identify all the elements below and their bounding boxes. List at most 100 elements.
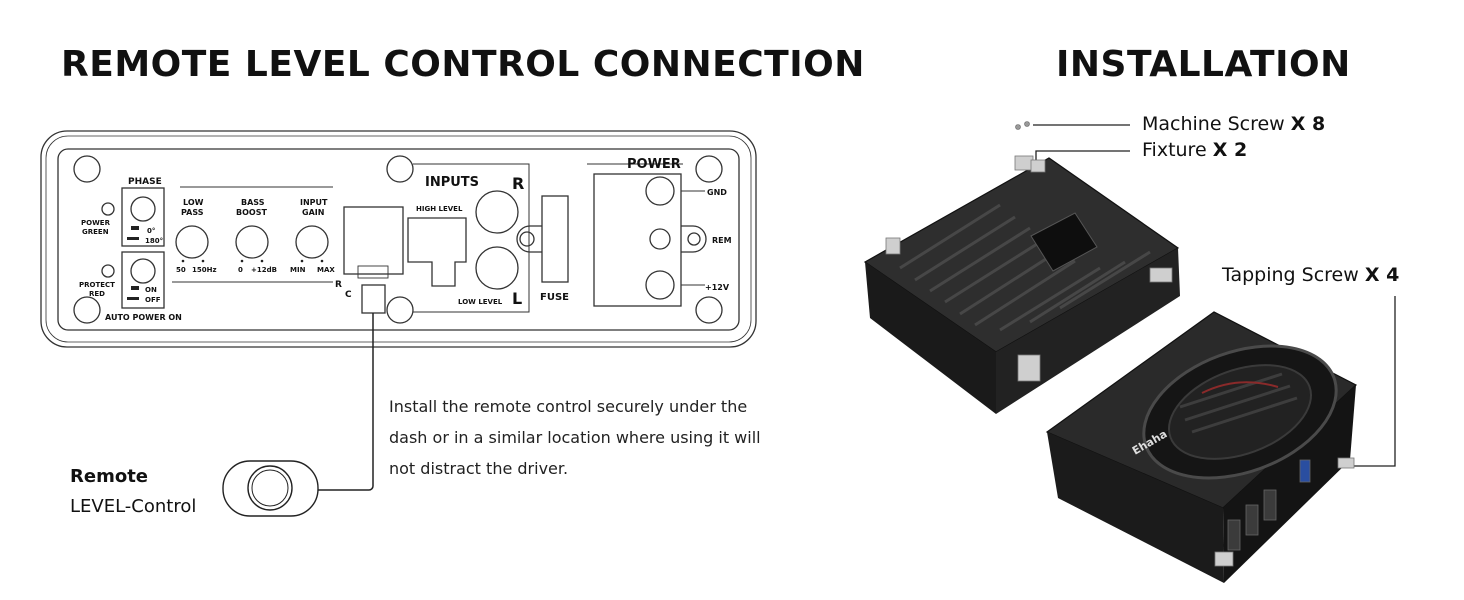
bass-boost-min: 0 [238, 266, 243, 274]
rc-label: C [345, 290, 352, 300]
connector-port [1263, 489, 1277, 521]
rca-right[interactable] [475, 190, 519, 234]
high-level-connector[interactable] [407, 217, 467, 287]
device-front-side [1047, 432, 1224, 583]
machine-screws [1015, 121, 1030, 130]
power-led [101, 202, 115, 216]
speaker-grille [1167, 364, 1313, 460]
rem-terminal[interactable] [649, 228, 671, 250]
fuse-body [541, 195, 569, 283]
device-top-view: Ehaha [1045, 311, 1358, 583]
low-pass-knob[interactable] [175, 225, 209, 259]
rc-label: R [335, 280, 342, 290]
panel-inner-frame [45, 135, 752, 343]
bottom-ribs [899, 203, 1151, 332]
accent-red-stripe [1201, 381, 1279, 394]
auto-power-switch[interactable] [130, 258, 156, 284]
device-label-sticker [1030, 212, 1098, 272]
tapping-bracket [1337, 457, 1355, 469]
mount-hole [73, 155, 101, 183]
inputs-bracket [413, 163, 530, 313]
fixture-bracket [885, 237, 901, 255]
bass-boost-label: BOOST [236, 208, 267, 217]
tapping-screw-label: Tapping Screw [1222, 264, 1365, 286]
switch-glyphs [127, 226, 324, 300]
fuse-clip [516, 225, 542, 253]
rc-port-connector[interactable] [357, 265, 389, 279]
fixture-brackets [885, 155, 1173, 382]
rc-plug[interactable] [361, 284, 386, 314]
remote-knob-outer[interactable] [247, 465, 293, 511]
low-pass-max: 150Hz [192, 266, 217, 274]
installation-heading: INSTALLATION [1056, 44, 1351, 85]
on-label: ON [145, 286, 157, 294]
tick-dot [181, 259, 185, 263]
screw-icon [1015, 124, 1021, 130]
bass-boost-max: +12dB [251, 266, 277, 274]
protect-red-label: PROTECT [79, 281, 115, 289]
screw-icon [1024, 121, 1030, 127]
side-connectors [1227, 459, 1311, 551]
inputs-label: INPUTS [425, 175, 479, 190]
mount-hole [695, 296, 723, 324]
remote-connection-heading: REMOTE LEVEL CONTROL CONNECTION [61, 44, 865, 85]
tick-dot [300, 259, 304, 263]
remote-body [222, 460, 319, 517]
tapping-screw-leader [1352, 296, 1396, 467]
protect-led [101, 264, 115, 278]
tapping-bracket [1214, 551, 1234, 567]
off-label: OFF [145, 296, 161, 304]
remote-knob-inner [251, 469, 289, 507]
fuse-label: FUSE [540, 292, 569, 303]
rca-r-label: R [512, 174, 524, 193]
phase-0-glyph [131, 226, 139, 230]
fixture-bracket [1014, 155, 1034, 171]
tapping-screw-qty: X 4 [1364, 264, 1400, 286]
bass-boost-knob[interactable] [235, 225, 269, 259]
rem-label: REM [712, 236, 732, 245]
auto-power-on-label: AUTO POWER ON [105, 313, 182, 322]
plus12v-terminal[interactable] [645, 270, 675, 300]
input-gain-label: GAIN [302, 208, 324, 217]
remote-level-control[interactable] [222, 460, 319, 517]
bass-boost-label: BASS [241, 198, 265, 207]
connector-port [1227, 519, 1241, 551]
phase-switch-box [121, 187, 165, 247]
tick-dot [320, 259, 324, 263]
connector-port [1245, 504, 1259, 536]
phase-180-glyph [127, 237, 139, 240]
power-green-label: POWER [81, 219, 111, 227]
low-level-label: LOW LEVEL [458, 298, 503, 306]
input-gain-max: MAX [317, 266, 335, 274]
input-gain-knob[interactable] [295, 225, 329, 259]
mount-hole [386, 296, 414, 324]
rc-port-box [343, 206, 404, 275]
off-glyph [127, 297, 139, 300]
protect-red-label: RED [89, 290, 105, 298]
rca-left[interactable] [475, 246, 519, 290]
machine-screw-callout: Machine Screw X 8 [1142, 113, 1325, 135]
power-green-label: GREEN [82, 228, 109, 236]
low-pass-min: 50 [176, 266, 186, 274]
machine-screw-qty: X 8 [1290, 113, 1326, 135]
phase-180-label: 180° [145, 237, 163, 245]
phase-0-label: 0° [147, 227, 155, 235]
phase-label: PHASE [128, 177, 162, 187]
gnd-terminal[interactable] [645, 176, 675, 206]
device-bottom-view [863, 155, 1180, 414]
fixture-bracket [1149, 267, 1173, 283]
mount-hole [73, 296, 101, 324]
fixture-callout: Fixture X 2 [1142, 139, 1247, 161]
panel-outer-frame [40, 130, 757, 348]
panel-faceplate [57, 148, 740, 331]
low-pass-label: LOW [183, 198, 204, 207]
grille-bars [1179, 372, 1298, 434]
machine-screw-label: Machine Screw [1142, 113, 1291, 135]
tick-dot [240, 259, 244, 263]
amplifier-panel [40, 130, 757, 348]
fixture-bracket [1017, 354, 1041, 382]
phase-switch[interactable] [130, 196, 156, 222]
power-terminal-block [593, 173, 682, 307]
auto-power-switch-box [121, 251, 165, 309]
